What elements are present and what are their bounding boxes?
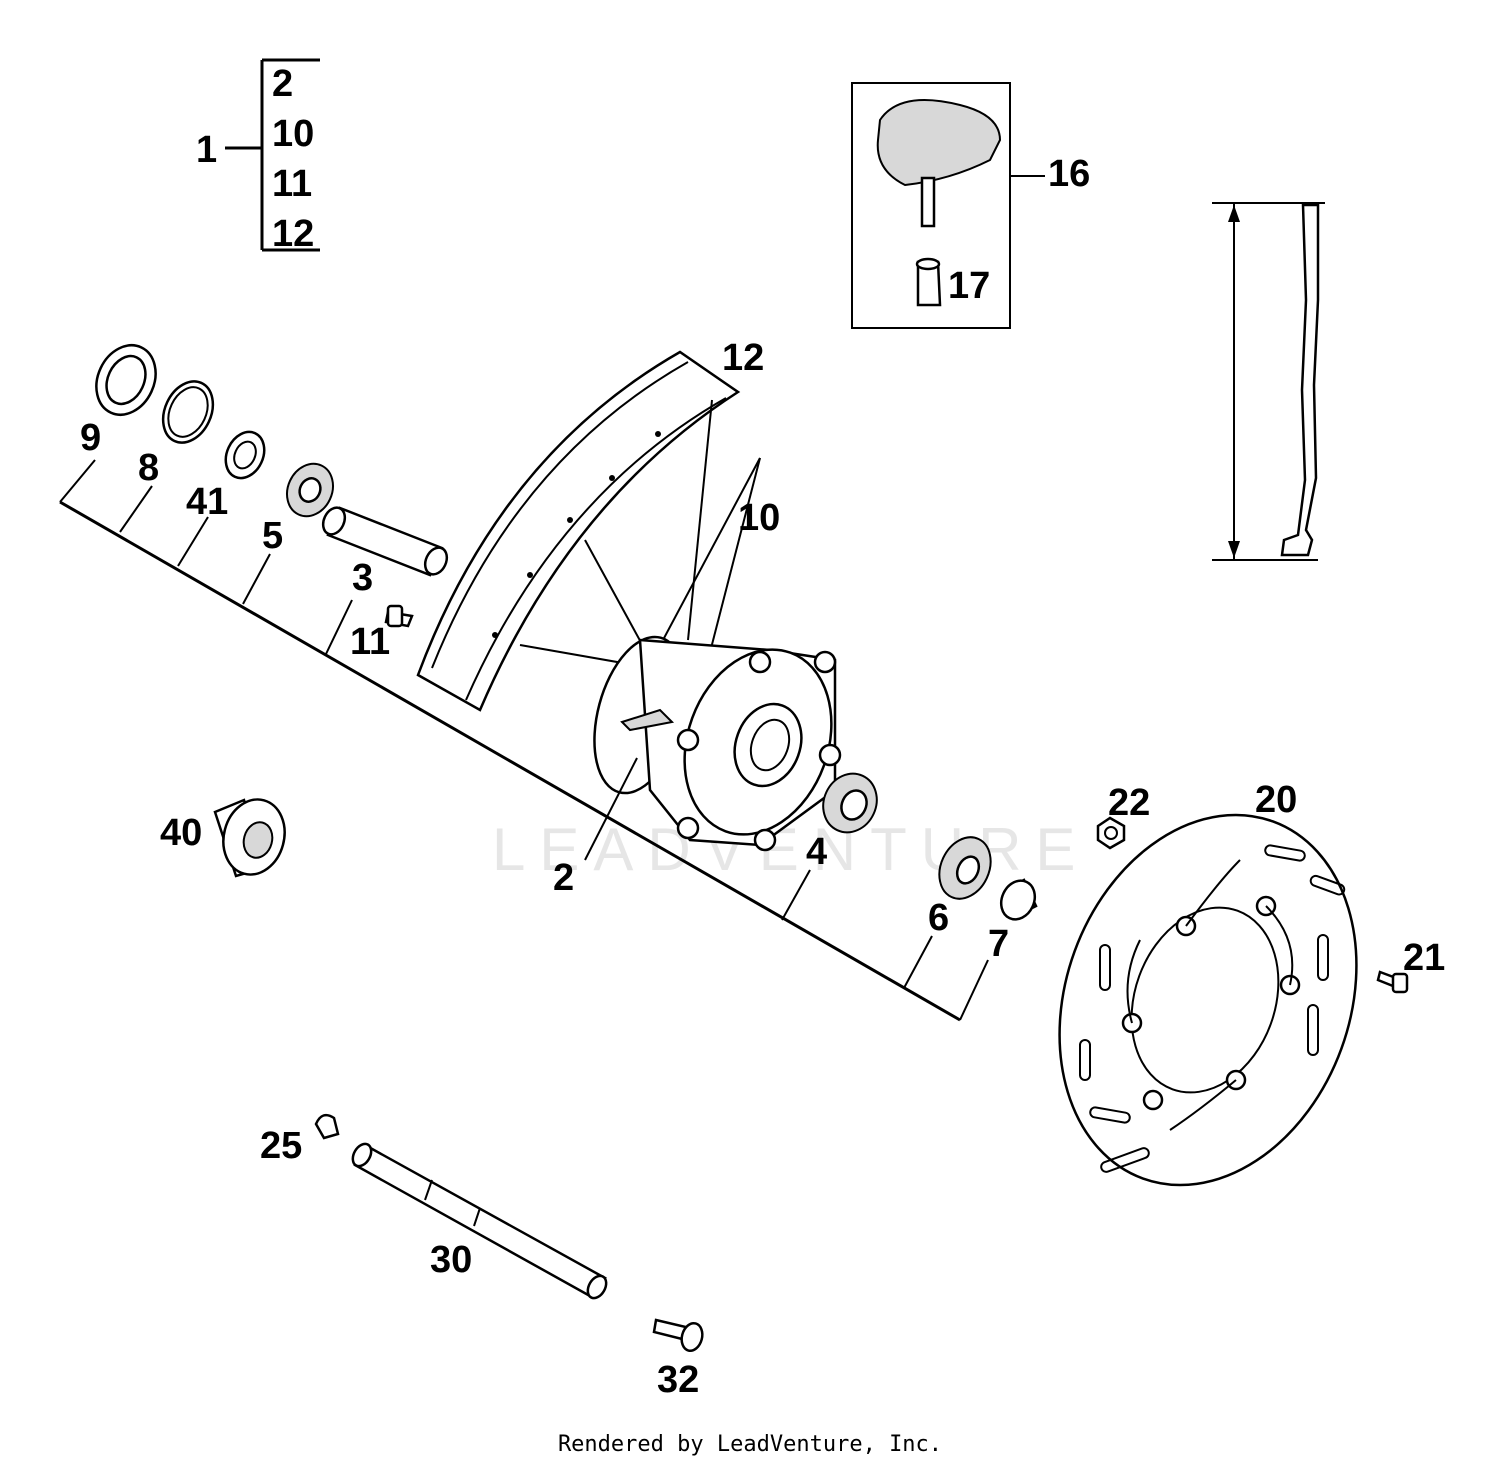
cap-nut[interactable]: 25 bbox=[260, 1113, 340, 1167]
kit-item-10: 10 bbox=[272, 113, 314, 155]
callout-10: 10 bbox=[738, 497, 780, 539]
kit-item-11: 11 bbox=[272, 163, 312, 205]
rim[interactable]: 12 bbox=[416, 337, 764, 712]
axle-bolt[interactable]: 32 bbox=[652, 1318, 705, 1401]
callout-9: 9 bbox=[80, 417, 101, 459]
spoke-dimension bbox=[1212, 202, 1325, 561]
callout-40: 40 bbox=[160, 812, 202, 854]
callout-8: 8 bbox=[138, 447, 159, 489]
callout-17: 17 bbox=[948, 265, 990, 307]
axle[interactable]: 30 bbox=[349, 1141, 610, 1302]
callout-12: 12 bbox=[722, 337, 764, 379]
inner-tube-box[interactable]: 16 17 bbox=[851, 82, 1090, 329]
callout-32: 32 bbox=[657, 1359, 699, 1401]
callout-3: 3 bbox=[352, 557, 373, 599]
watermark-text: LEADVENTURE bbox=[492, 816, 1089, 883]
disc-nut[interactable]: 22 bbox=[1096, 782, 1150, 850]
callout-16: 16 bbox=[1048, 153, 1090, 195]
callout-7: 7 bbox=[988, 923, 1009, 965]
callout-20: 20 bbox=[1255, 779, 1297, 821]
spokes[interactable]: 10 bbox=[519, 399, 780, 733]
kit-item-12: 12 bbox=[272, 213, 314, 255]
kit-bracket: 1 2 10 11 12 bbox=[196, 58, 320, 255]
disc-screw[interactable]: 21 bbox=[1376, 937, 1445, 994]
callout-21: 21 bbox=[1403, 937, 1445, 979]
callout-5: 5 bbox=[262, 515, 283, 557]
seal-and-spacer[interactable] bbox=[930, 829, 1041, 925]
callout-11: 11 bbox=[350, 621, 390, 663]
kit-main-label: 1 bbox=[196, 129, 217, 171]
brake-disc[interactable]: 20 bbox=[1010, 773, 1407, 1227]
callout-25: 25 bbox=[260, 1125, 302, 1167]
hub[interactable]: 2 bbox=[553, 627, 856, 899]
kit-item-2: 2 bbox=[272, 63, 293, 105]
bearing-right[interactable] bbox=[814, 765, 886, 841]
callout-4: 4 bbox=[806, 831, 827, 873]
callout-6: 6 bbox=[928, 897, 949, 939]
spacer-40[interactable]: 40 bbox=[160, 793, 293, 882]
callout-41: 41 bbox=[186, 481, 228, 523]
callout-2: 2 bbox=[553, 857, 574, 899]
callout-22: 22 bbox=[1108, 782, 1150, 824]
explosion-axis: 9 8 41 5 3 11 4 6 7 bbox=[59, 417, 1009, 1022]
hub-left-parts[interactable] bbox=[85, 336, 451, 628]
footer-credit: Rendered by LeadVenture, Inc. bbox=[557, 1432, 943, 1457]
callout-30: 30 bbox=[430, 1239, 472, 1281]
